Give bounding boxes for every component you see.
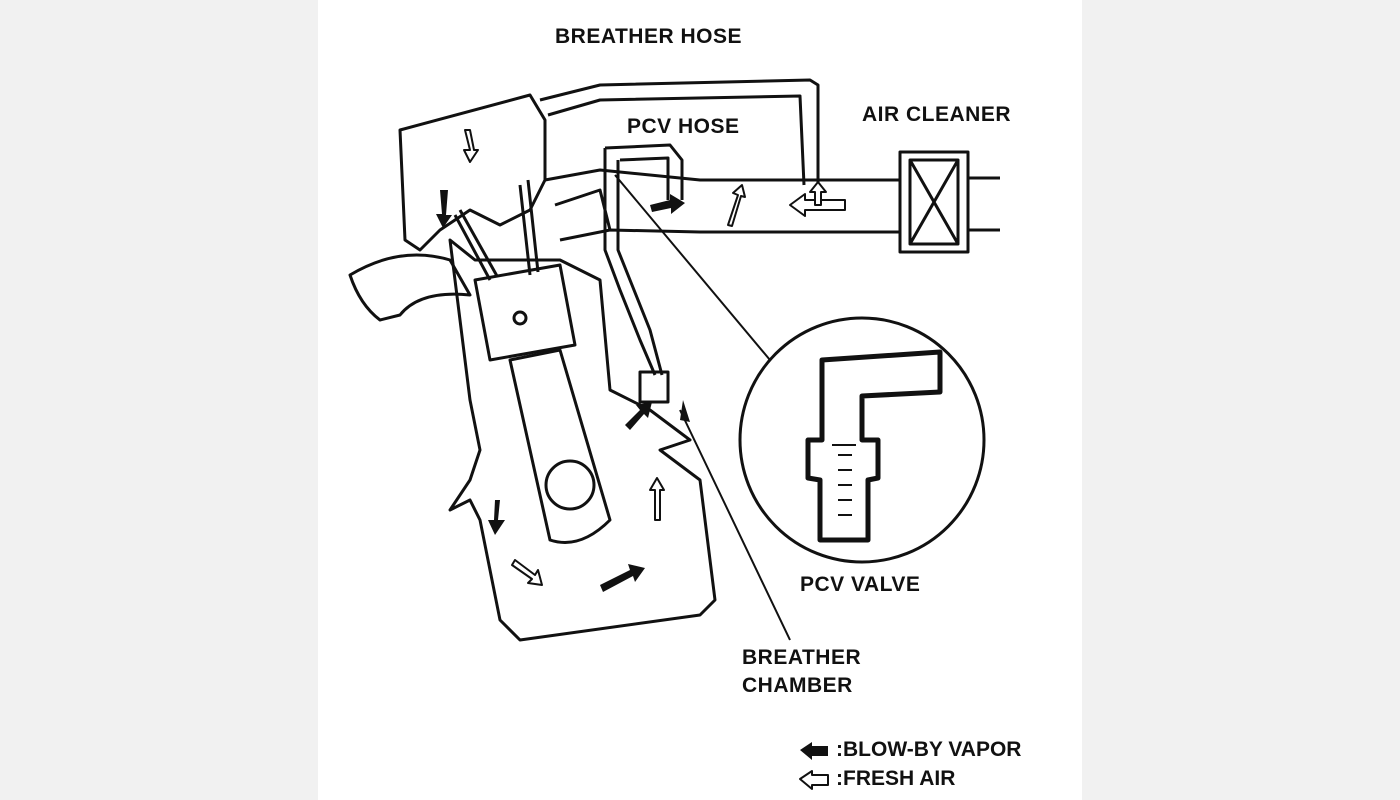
diagram-sheet xyxy=(318,0,1082,800)
legend-hollow-arrow-icon xyxy=(799,770,829,790)
engine-block xyxy=(448,238,717,642)
air-cleaner xyxy=(898,150,970,254)
exhaust-manifold xyxy=(348,253,472,322)
legend-label: :BLOW-BY VAPOR xyxy=(836,738,1022,761)
pcv-hose-label: PCV HOSE xyxy=(627,115,740,138)
legend-fresh-air: :FRESH AIR xyxy=(836,767,955,791)
cylinder-head xyxy=(398,93,547,252)
intake-pipe xyxy=(544,168,900,242)
legend-blow-by: :BLOW-BY VAPOR xyxy=(836,738,1021,762)
fresh-air-arrows xyxy=(463,129,846,586)
pcv-valve-detail xyxy=(738,316,986,564)
piston xyxy=(473,263,577,362)
breather-hose-label: BREATHER HOSE xyxy=(555,25,742,48)
blow-by-arrows xyxy=(436,190,690,592)
pcv-valve-label: PCV VALVE xyxy=(800,573,921,596)
connecting-rod xyxy=(508,348,612,544)
pcv-hose xyxy=(603,143,684,376)
pcv-valve-small xyxy=(638,370,670,404)
legend-label: :FRESH AIR xyxy=(836,767,956,790)
breather-chamber-label-line2: CHAMBER xyxy=(742,674,853,697)
breather-chamber-label-line1: BREATHER xyxy=(742,646,862,669)
pcv-valve-body xyxy=(805,349,943,543)
crankshaft xyxy=(544,459,596,511)
legend-solid-arrow-icon xyxy=(800,742,828,760)
breather-hose xyxy=(539,78,820,185)
air-cleaner-label: AIR CLEANER xyxy=(862,103,1012,126)
